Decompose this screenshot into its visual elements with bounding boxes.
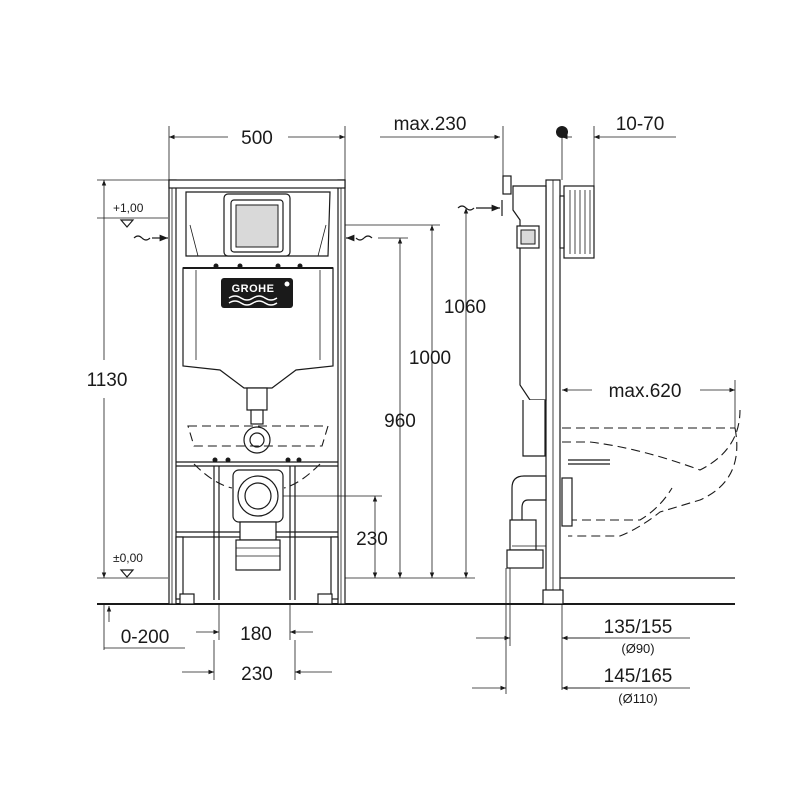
water-inlet-right (346, 234, 373, 242)
grohe-logo-text: GROHE (232, 283, 275, 295)
grohe-logo: GROHE (221, 278, 293, 308)
dim-960: 960 (384, 208, 475, 579)
cistern (182, 191, 334, 389)
dim-1000-label: 1000 (409, 348, 451, 369)
dim-max620: max.620 (562, 380, 736, 428)
level-mark-top-label: +1,00 (113, 201, 144, 215)
side-frame (502, 126, 595, 605)
dim-10-70-label: 10-70 (616, 114, 665, 135)
dim-max230-label: max.230 (394, 114, 467, 135)
dim-1130-label: 1130 (87, 370, 128, 391)
dim-d110-label: (Ø110) (618, 691, 658, 706)
water-inlet-left (133, 234, 168, 242)
water-inlet-side (457, 200, 503, 216)
dim-max230: max.230 (380, 114, 504, 176)
dim-230-vertical: 230 (283, 495, 388, 578)
dim-max620-label: max.620 (609, 381, 682, 402)
dim-135-155-label: 135/155 (604, 617, 673, 638)
level-mark-floor: ±0,00 (97, 551, 168, 579)
dim-1060: 1060 (345, 224, 486, 579)
dim-500: 500 (168, 126, 346, 180)
dim-d90-label: (Ø90) (621, 641, 654, 656)
level-mark-top: +1,00 (97, 201, 168, 228)
dim-0-200: 0-200 (103, 604, 185, 650)
flush-pipe (243, 387, 271, 454)
dim-960-label: 960 (384, 411, 416, 432)
dim-180: 180 (196, 604, 313, 645)
level-mark-floor-label: ±0,00 (113, 551, 143, 565)
dim-1060-label: 1060 (444, 297, 486, 318)
dim-145-165-label: 145/165 (604, 666, 673, 687)
floor-line (97, 577, 735, 605)
dim-10-70: 10-70 (562, 114, 676, 186)
dim-230-horizontal-label: 230 (241, 664, 273, 685)
dim-180-label: 180 (240, 624, 272, 645)
dim-0-200-label: 0-200 (121, 627, 170, 648)
dim-230-horizontal: 230 (182, 640, 332, 685)
waste-pipe-front (232, 469, 284, 571)
toilet-bowl-side (561, 409, 741, 537)
dim-1000: 1000 (378, 237, 451, 578)
dim-500-label: 500 (241, 128, 273, 149)
bowl-outline-front (187, 425, 329, 489)
dim-230-vertical-label: 230 (356, 529, 388, 550)
dim-135-155: 135/155 (Ø90) (476, 568, 690, 690)
dim-1130: 1130 (87, 179, 169, 578)
dim-145-165: 145/165 (Ø110) (472, 568, 690, 706)
